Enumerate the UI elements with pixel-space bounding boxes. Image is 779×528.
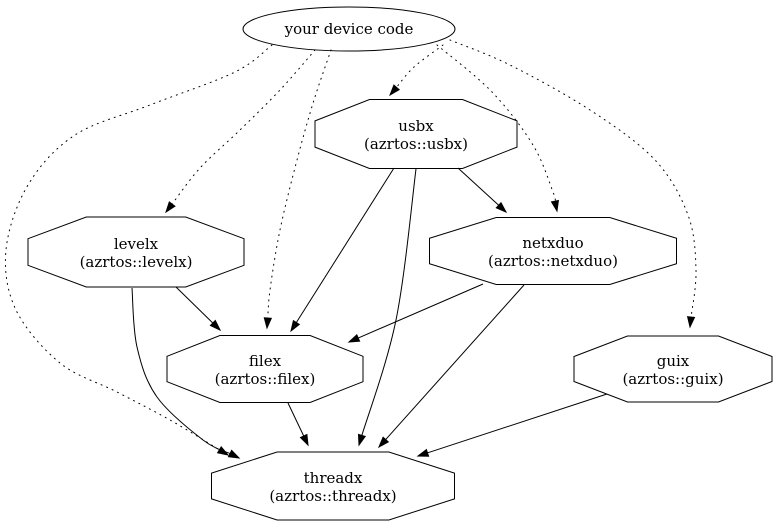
edge-netxduo-filex — [347, 283, 484, 343]
arrowhead — [227, 449, 241, 459]
node-label: (azrtos::filex) — [215, 370, 316, 388]
arrowhead — [495, 201, 508, 214]
node-label: (azrtos::threadx) — [269, 487, 396, 505]
arrowhead — [299, 433, 309, 447]
edge-path — [384, 284, 525, 441]
edge-your_device_code-usbx — [389, 44, 444, 97]
edge-your_device_code-levelx — [165, 49, 316, 214]
edge-path — [287, 402, 305, 438]
node-label: (azrtos::guix) — [622, 370, 723, 388]
edge-path — [436, 44, 556, 203]
edge-netxduo-threadx — [377, 284, 525, 449]
octagon-shape — [314, 99, 518, 169]
edge-filex-threadx — [287, 402, 309, 447]
edge-your_device_code-filex — [263, 49, 332, 330]
edge-path — [295, 167, 395, 324]
arrowhead — [263, 317, 273, 330]
node-netxduo: netxduo(azrtos::netxduo) — [429, 217, 677, 285]
edge-guix-threadx — [416, 393, 608, 457]
node-label: your device code — [284, 20, 414, 38]
edge-your_device_code-guix — [449, 39, 697, 329]
arrowhead — [377, 436, 390, 449]
edge-path — [457, 167, 500, 207]
node-levelx: levelx(azrtos::levelx) — [27, 216, 245, 288]
edge-path — [171, 49, 316, 206]
edge-path — [267, 49, 332, 320]
edge-path — [361, 168, 417, 437]
octagon-shape — [429, 217, 677, 285]
node-label: netxduo — [522, 234, 583, 252]
edge-path — [175, 286, 214, 325]
node-guix: guix(azrtos::guix) — [573, 335, 773, 403]
node-threadx: threadx(azrtos::threadx) — [211, 451, 455, 521]
arrowhead — [686, 316, 696, 329]
arrowhead — [416, 448, 430, 457]
edge-usbx-threadx — [357, 168, 417, 447]
octagon-shape — [573, 335, 773, 403]
node-label: (azrtos::usbx) — [364, 135, 468, 153]
edge-path — [357, 283, 484, 339]
edge-levelx-filex — [175, 286, 222, 332]
node-label: guix — [657, 352, 690, 370]
edge-usbx-filex — [290, 167, 395, 333]
octagon-shape — [27, 216, 245, 288]
edge-usbx-netxduo — [457, 167, 508, 214]
arrowhead — [550, 199, 559, 213]
edge-path — [131, 287, 232, 455]
node-your_device_code: your device code — [242, 6, 456, 52]
arrowhead — [357, 433, 367, 447]
arrowhead — [347, 333, 361, 343]
arrowhead — [290, 319, 301, 333]
node-usbx: usbx(azrtos::usbx) — [314, 99, 518, 169]
node-label: (azrtos::levelx) — [80, 253, 193, 271]
node-filex: filex(azrtos::filex) — [166, 335, 364, 403]
node-label: threadx — [304, 469, 363, 487]
node-label: (azrtos::netxduo) — [488, 252, 618, 270]
edge-your_device_code-netxduo — [436, 44, 559, 213]
arrowhead — [209, 319, 222, 332]
octagon-shape — [211, 451, 455, 521]
edge-path — [4, 44, 273, 451]
edge-path — [395, 44, 444, 89]
node-label: usbx — [398, 117, 434, 135]
node-label: filex — [249, 352, 282, 370]
edge-levelx-threadx — [131, 287, 241, 459]
ellipse-shape — [242, 6, 456, 52]
octagon-shape — [166, 335, 364, 403]
arrowhead — [389, 84, 401, 97]
arrowhead — [165, 201, 176, 214]
edge-path — [426, 393, 608, 454]
node-label: levelx — [114, 235, 159, 253]
